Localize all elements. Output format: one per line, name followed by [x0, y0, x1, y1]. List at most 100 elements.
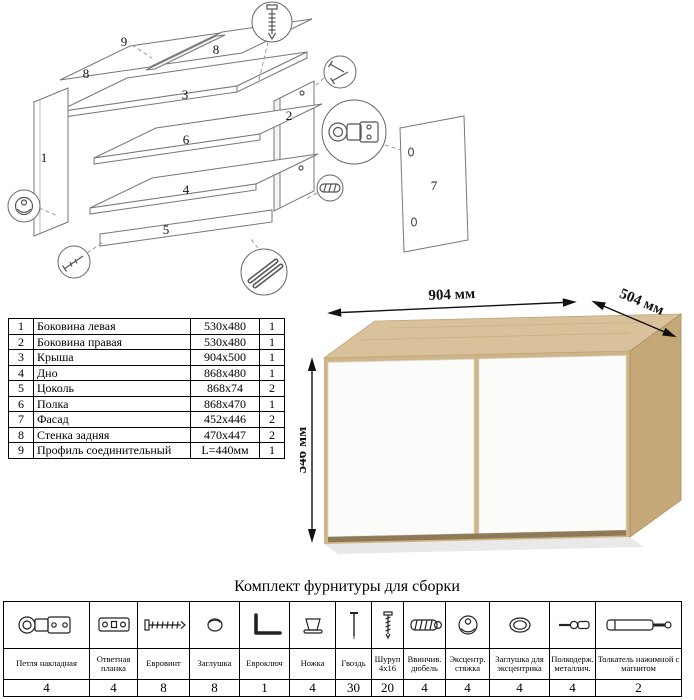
hardware-qty: 1	[239, 679, 290, 697]
depth-dimension-arrow	[591, 300, 677, 338]
part-name: Полка	[33, 395, 191, 412]
part-label-5: 5	[163, 222, 170, 237]
part-label-1: 1	[41, 150, 48, 165]
hinge-callout-circle	[321, 99, 387, 165]
part-size: 452x446	[190, 411, 260, 428]
hardware-qty: 30	[335, 679, 372, 697]
connecting-profile	[145, 34, 226, 71]
left-side-panel	[33, 87, 69, 237]
hardware-qty: 4	[489, 679, 550, 697]
hardware-icon-cell	[371, 601, 404, 649]
hardware-label: Ножка	[289, 648, 336, 680]
confirmat-screw-icon	[143, 619, 186, 631]
hardware-qty: 4	[3, 679, 90, 697]
hardware-icon-cell	[403, 601, 446, 649]
part-label-8: 8	[83, 66, 90, 81]
hinge-icon	[17, 616, 71, 634]
part-qty: 1	[259, 364, 285, 381]
hardware-icon-cell	[335, 601, 372, 649]
top-panel-right-edge	[236, 51, 308, 93]
width-dimension-label: 904 мм	[428, 288, 475, 304]
hardware-label: Эксцентр. стяжка	[445, 648, 490, 680]
part-label-9: 9	[121, 34, 128, 49]
shelf-pin-icon	[558, 620, 590, 630]
hardware-icon-cell	[89, 601, 138, 649]
parts-table-row: 9 Профиль соединительный L=440мм 1	[8, 442, 285, 459]
part-label-3: 3	[182, 87, 189, 102]
hardware-qty: 8	[189, 679, 240, 697]
parts-table-row: 2 Боковина правая 530x480 1	[8, 333, 285, 350]
part-qty: 1	[259, 442, 285, 459]
nail-icon	[349, 612, 358, 639]
hardware-label: Гвоздь	[335, 648, 372, 680]
part-qty: 1	[259, 349, 285, 366]
part-name: Крыша	[33, 349, 191, 366]
part-size: 470x447	[190, 426, 260, 443]
part-size: 530x480	[190, 333, 260, 350]
part-label-6: 6	[183, 132, 190, 147]
hardware-icon-cell	[445, 601, 490, 649]
parts-table-row: 5 Цоколь 868x74 2	[8, 380, 285, 397]
hardware-icon-cell	[189, 601, 240, 649]
cabinet-left-door	[327, 358, 475, 538]
hardware-icon-cell	[239, 601, 290, 649]
cabinet-shadow	[324, 537, 644, 554]
parts-table-row: 1 Боковина левая 530x480 1	[8, 318, 285, 335]
hardware-icon-cell	[595, 601, 682, 649]
hardware-label: Евроключ	[239, 648, 290, 680]
cam-detail-icon	[14, 196, 34, 216]
part-qty: 2	[259, 380, 285, 397]
part-qty: 1	[259, 318, 285, 335]
hardware-label: Ответная планка	[89, 648, 138, 680]
width-dimension-arrow	[327, 298, 577, 317]
part-name: Фасад	[33, 411, 191, 428]
hardware-qty: 4	[445, 679, 490, 697]
hardware-table: Петля накладная Ответная планка Евровинт…	[3, 601, 682, 697]
parts-table-row: 8 Стенка задняя 470x447 2	[8, 426, 285, 443]
hardware-label: Петля накладная	[3, 648, 90, 680]
eccentric-cam-icon	[457, 615, 478, 635]
part-label-2: 2	[286, 108, 293, 123]
part-size: L=440мм	[190, 442, 260, 459]
part-size: 868x74	[190, 380, 260, 397]
exploded-assembly-diagram: 9 8 8 3 2 1 6 4 5 7	[7, 1, 469, 296]
shelf-front-edge	[93, 133, 261, 165]
hardware-icon-cell	[489, 601, 550, 649]
part-label-8b: 8	[213, 42, 220, 57]
part-name: Стенка задняя	[33, 426, 191, 443]
part-number: 2	[8, 333, 34, 350]
hardware-label: Шуруп 4x16	[371, 648, 404, 680]
part-number: 7	[8, 411, 34, 428]
parts-table: 1 Боковина левая 530x480 1 2 Боковина пр…	[8, 318, 285, 459]
part-name: Боковина левая	[33, 318, 191, 335]
hinge-cup-hole	[407, 147, 415, 157]
part-name: Цоколь	[33, 380, 191, 397]
cabinet-right-door	[478, 355, 627, 534]
cabinet-right-face	[629, 313, 682, 538]
hardware-kit-title: Комплект фурнитуры для сборки	[234, 578, 460, 595]
screw-icon	[382, 611, 393, 640]
confirmat-detail-icon	[62, 255, 84, 272]
plinth-panel	[99, 209, 273, 247]
cam-callout-circle	[7, 189, 41, 223]
hinge-cup-hole	[410, 217, 418, 227]
threaded-dowel-icon	[409, 619, 442, 631]
hardware-icon-cell	[549, 601, 596, 649]
hardware-label: Заглушка для эксцентрика	[489, 648, 550, 680]
part-number: 9	[8, 442, 34, 459]
hardware-label-row: Петля накладная Ответная планка Евровинт…	[3, 648, 682, 680]
hex-key-icon	[253, 613, 282, 635]
hardware-label: Евровинт	[137, 648, 190, 680]
part-number: 4	[8, 364, 34, 381]
part-size: 904x500	[190, 349, 260, 366]
part-number: 6	[8, 395, 34, 412]
hardware-icon-row	[3, 601, 682, 649]
part-size: 868x480	[190, 364, 260, 381]
parts-table-row: 3 Крыша 904x500 1	[8, 349, 285, 366]
cap-icon	[206, 618, 223, 632]
hardware-qty: 20	[371, 679, 404, 697]
hardware-label: Полкодерж. металлич.	[549, 648, 596, 680]
hardware-qty: 2	[595, 679, 682, 697]
dowel-detail-icon	[319, 183, 341, 193]
screws-callout-circle	[323, 55, 357, 89]
